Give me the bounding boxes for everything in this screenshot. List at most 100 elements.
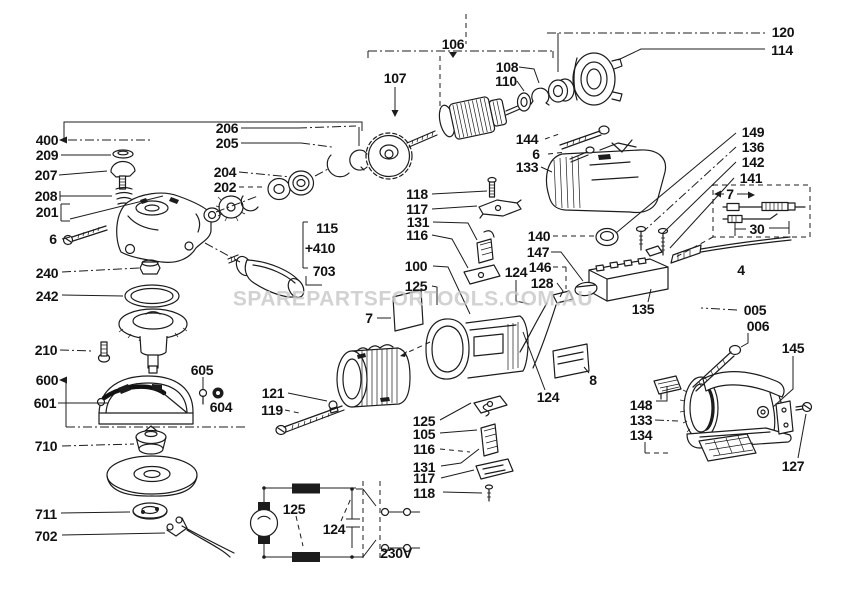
part-label-124: 124	[323, 521, 346, 537]
part-label-118: 118	[406, 186, 428, 202]
terminal-screw-118-part	[487, 176, 497, 198]
part-label-119: 119	[261, 402, 283, 418]
part-label-8: 8	[589, 372, 597, 388]
brush-cap-145-part	[756, 405, 770, 419]
contact-plate-117-part	[478, 199, 522, 219]
brush-holder-parts	[473, 395, 514, 502]
wiring-diagram	[249, 481, 420, 562]
rotor-part	[448, 96, 508, 140]
part-label-125: 125	[413, 413, 436, 429]
pin-wrench-part	[166, 516, 235, 558]
field-coil-symbol	[292, 552, 320, 562]
snap-ring-205-part	[326, 154, 350, 178]
part-label-147: 147	[527, 244, 550, 260]
part-label-100: 100	[405, 258, 428, 274]
part-label-133: 133	[516, 159, 539, 175]
part-label-115: 115	[316, 220, 338, 236]
part-label-131: 131	[413, 459, 436, 475]
brush-symbol	[258, 502, 270, 510]
spindle-nut-part	[203, 207, 221, 223]
part-label-106: 106	[442, 36, 465, 52]
part-label-202: 202	[214, 179, 237, 195]
capacitor-147-part	[574, 281, 598, 297]
part-label-149: 149	[742, 124, 765, 140]
screw-605-part	[198, 388, 208, 405]
spindle-flange-part	[118, 308, 188, 374]
part-label-600: 600	[36, 372, 59, 388]
detail-box	[712, 184, 811, 238]
part-label-107: 107	[384, 70, 407, 86]
part-label-711: 711	[35, 506, 57, 522]
part-label-144: 144	[516, 131, 539, 147]
spring-part	[115, 186, 133, 205]
part-label-240: 240	[36, 265, 59, 281]
part-label-6: 6	[532, 146, 540, 162]
part-label-605: 605	[191, 362, 214, 378]
screw-136-part	[635, 225, 647, 251]
snap-ring-108-part	[530, 87, 550, 106]
motor-symbol	[249, 508, 279, 538]
part-label-118: 118	[413, 485, 435, 501]
part-label-204: 204	[214, 164, 237, 180]
screw-119-part	[275, 405, 345, 436]
part-label-117: 117	[406, 201, 428, 217]
bearing-202-part	[267, 177, 291, 201]
part-label-148: 148	[630, 397, 653, 413]
pinion-gear-107-part	[365, 132, 413, 180]
part-label-7: 7	[726, 186, 734, 202]
side-handle-assembly	[227, 254, 305, 299]
lock-nut-part	[139, 259, 161, 275]
washer-part	[112, 149, 134, 159]
guard-disc-assembly	[96, 375, 235, 558]
bearing-flange-114-part	[572, 52, 623, 106]
nut-604-part	[212, 387, 224, 399]
handle-shell-133-part	[545, 142, 667, 214]
part-label-134: 134	[630, 427, 653, 443]
clip-141-part	[645, 245, 663, 257]
field-stator-100-part	[336, 344, 411, 408]
part-label-30: 30	[750, 221, 765, 237]
part-label-006: 006	[747, 318, 770, 334]
gear-head-assembly	[62, 149, 368, 374]
part-label-146: 146	[529, 259, 552, 275]
part-label-128: 128	[531, 275, 554, 291]
nameplate-7-part	[392, 289, 424, 332]
screw-6-part	[62, 225, 108, 246]
part-label-210: 210	[35, 342, 58, 358]
base-plate-part	[698, 433, 757, 462]
part-label-400: 400	[36, 132, 59, 148]
screw-6-small-part	[569, 146, 595, 163]
part-label-125: 125	[283, 501, 306, 517]
bearing-sleeve-part	[547, 78, 575, 103]
part-label-125: 125	[405, 278, 428, 294]
part-label-4: 4	[737, 262, 745, 278]
part-label-116: 116	[406, 227, 428, 243]
switch-handle-assembly	[519, 125, 669, 369]
wheel-guard-part	[96, 375, 194, 425]
watermark: SPAREPARTSFORTOOLS.COM.AU	[233, 288, 593, 311]
field-and-housing	[336, 289, 590, 408]
circlip-part	[240, 195, 259, 212]
part-label-121: 121	[262, 385, 285, 401]
part-label-124: 124	[537, 389, 560, 405]
cord-end-parts	[722, 201, 806, 224]
part-label-201: 201	[36, 204, 59, 220]
washer-110-part	[516, 92, 532, 112]
part-label-142: 142	[742, 154, 765, 170]
part-label-242: 242	[36, 288, 59, 304]
screw-210-part	[97, 341, 111, 363]
part-label-124: 124	[505, 264, 528, 280]
part-label-105: 105	[413, 426, 436, 442]
field-coil-symbol	[292, 483, 320, 494]
switch-135-part	[588, 257, 669, 302]
part-label-6: 6	[49, 231, 57, 247]
screw-142-part	[657, 227, 669, 256]
backing-flange-part	[135, 425, 167, 455]
part-label-703: 703	[313, 263, 336, 279]
o-ring-part	[124, 284, 180, 308]
part-label-114: 114	[771, 42, 793, 58]
part-label-601: 601	[34, 395, 57, 411]
part-label-117: 117	[413, 470, 435, 486]
brush-symbol	[258, 536, 270, 544]
